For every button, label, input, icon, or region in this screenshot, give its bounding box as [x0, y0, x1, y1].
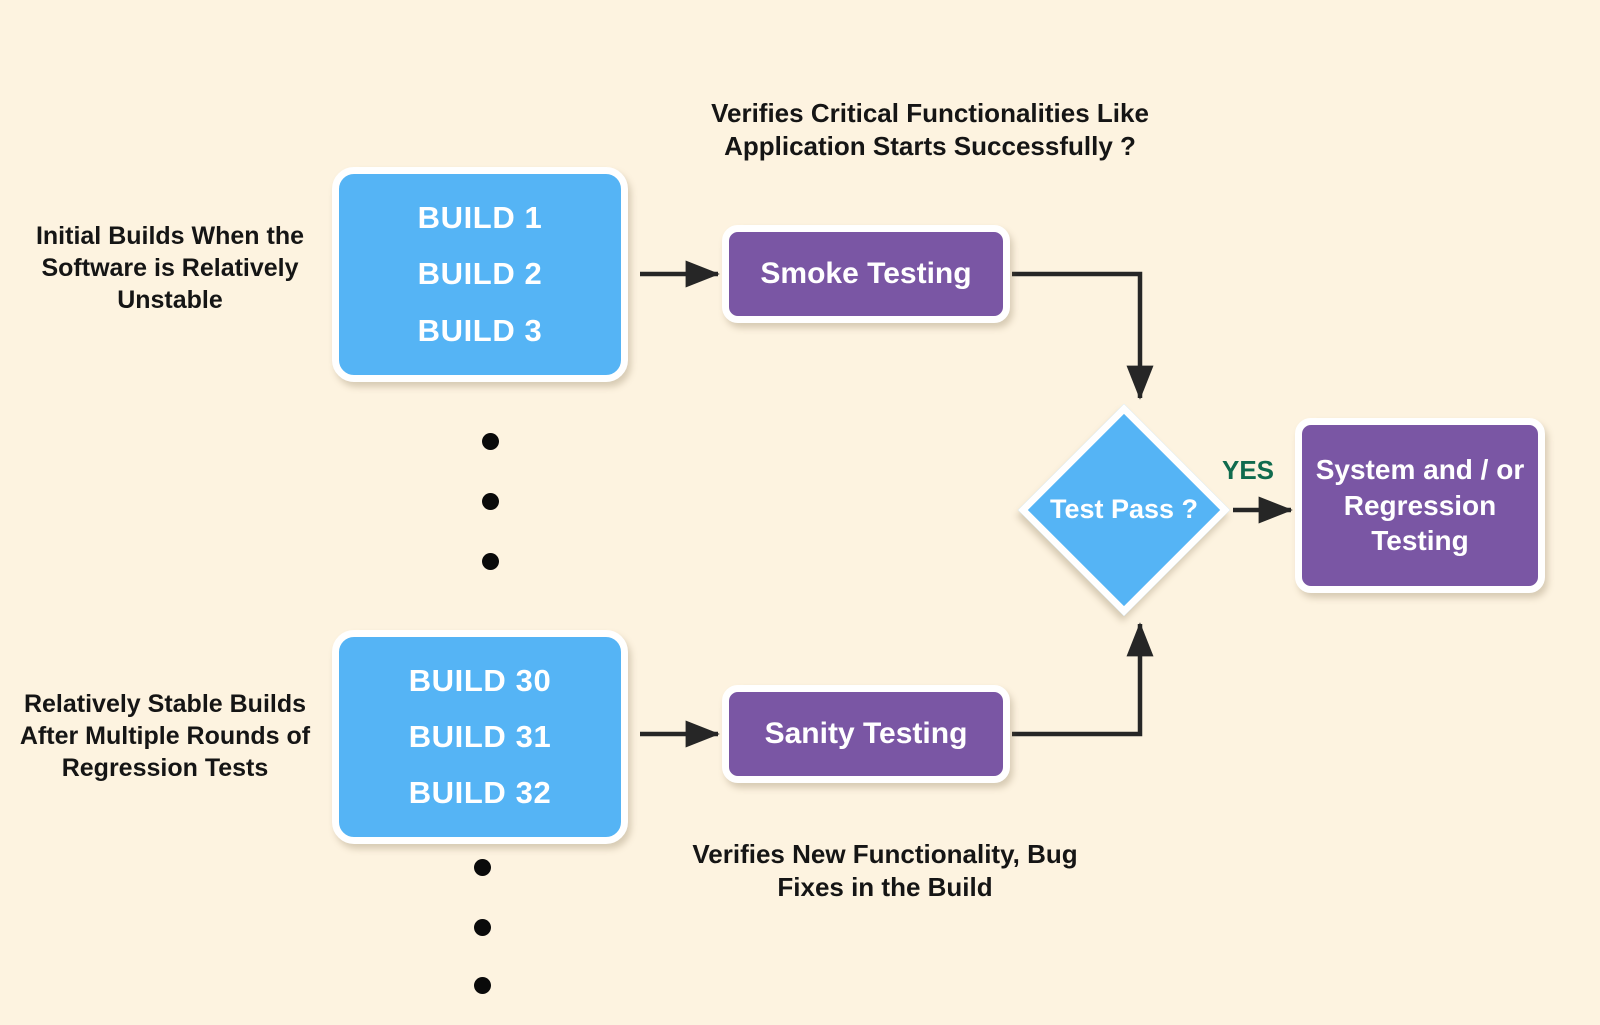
build-box-early[interactable]: BUILD 1 BUILD 2 BUILD 3 — [332, 167, 628, 382]
build-label: BUILD 30 — [408, 662, 552, 698]
build-label: BUILD 2 — [417, 256, 543, 292]
build-label: BUILD 1 — [417, 200, 543, 236]
ellipsis-dot-upper-2 — [482, 493, 499, 510]
build-box-late[interactable]: BUILD 30 BUILD 31 BUILD 32 — [332, 630, 628, 844]
caption-stable-builds: Relatively Stable Builds After Multiple … — [19, 690, 311, 782]
edge-label-yes: YES — [1222, 455, 1275, 485]
caption-sanity-testing-description: Verifies New Functionality, Bug Fixes in… — [692, 839, 1078, 903]
ellipsis-dot-lower-1 — [474, 859, 491, 876]
build-label: BUILD 3 — [417, 312, 543, 348]
caption-initial-builds: Initial Builds When the Software is Rela… — [35, 222, 305, 314]
caption-smoke-testing-description: Verifies Critical Functionalities Like A… — [711, 98, 1149, 162]
build-label: BUILD 32 — [408, 774, 552, 810]
build-label: BUILD 31 — [408, 718, 552, 754]
ellipsis-dot-lower-3 — [474, 977, 491, 994]
decision-node-test-pass[interactable]: Test Pass ? — [1017, 403, 1231, 617]
edge-smoke-to-decision — [1012, 271, 1154, 400]
edge-sanity-to-decision — [1012, 622, 1154, 737]
ellipsis-dot-upper-1 — [482, 433, 499, 450]
ellipsis-dot-upper-3 — [482, 553, 499, 570]
smoke-testing-node[interactable]: Smoke Testing — [722, 225, 1010, 323]
sanity-testing-label: Sanity Testing — [764, 717, 968, 750]
system-regression-testing-node[interactable]: System and / or Regression Testing — [1295, 418, 1545, 593]
smoke-testing-label: Smoke Testing — [760, 257, 972, 290]
ellipsis-dot-lower-2 — [474, 919, 491, 936]
diamond-shape — [1017, 403, 1231, 617]
sanity-testing-node[interactable]: Sanity Testing — [722, 685, 1010, 783]
system-regression-testing-label: System and / or Regression Testing — [1315, 453, 1525, 557]
